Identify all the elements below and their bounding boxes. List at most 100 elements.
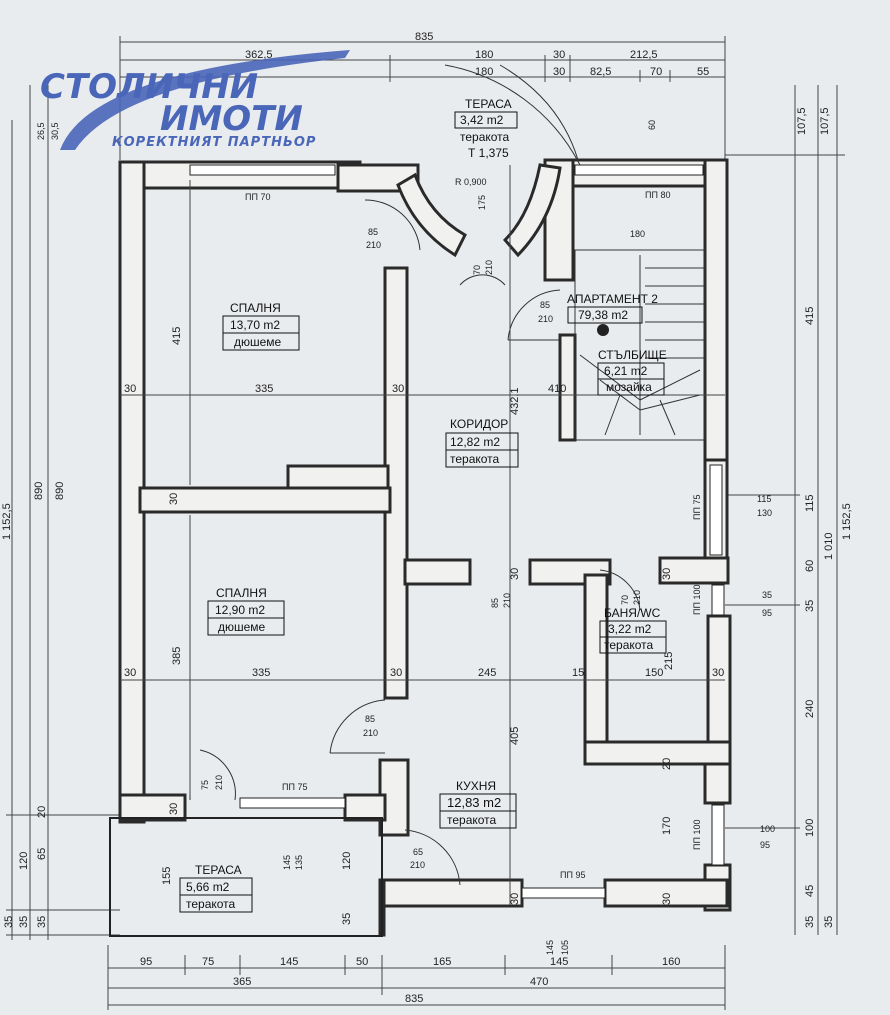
door-2-height: 210 [484, 260, 494, 275]
window-label-2: ПП 80 [645, 190, 670, 200]
dim-left-d: 65 [36, 848, 48, 860]
svg-text:дюшеме: дюшеме [218, 620, 266, 634]
dim-right-w2a: 35 [762, 590, 772, 600]
svg-text:КУХНЯ: КУХНЯ [456, 779, 496, 793]
dim-d30y: 30 [661, 568, 673, 580]
dim-v30: 30,5 [50, 122, 60, 140]
window-label-6: ПП 100 [692, 820, 702, 850]
window-label-3: ПП 75 [692, 495, 702, 520]
dim-v135: 135 [294, 855, 304, 870]
svg-text:12,82 m2: 12,82 m2 [450, 435, 500, 449]
door-4-width: 85 [490, 598, 500, 608]
svg-text:дюшеме: дюшеме [234, 335, 282, 349]
door-6-width: 85 [365, 714, 375, 724]
door-8-height: 210 [410, 860, 425, 870]
room-stairs: СТЪЛБИЩЕ 6,21 m2 мозайка [597, 348, 667, 396]
svg-text:3,42 m2: 3,42 m2 [460, 113, 504, 127]
svg-text:12,90 m2: 12,90 m2 [215, 603, 265, 617]
dim-top-7: 82,5 [590, 66, 611, 78]
door-1-height: 210 [366, 240, 381, 250]
dim-top-total: 835 [415, 31, 433, 43]
dim-v60: 60 [647, 120, 657, 130]
room-apartment-label: АПАРТАМЕНТ 2 79,38 m2 [567, 292, 658, 324]
walls [118, 158, 732, 937]
svg-text:12,83 m2: 12,83 m2 [447, 795, 501, 810]
dim-r1: 335 [255, 383, 273, 395]
svg-text:теракота: теракота [450, 452, 500, 466]
upper-terrace [396, 64, 581, 258]
dim-bottom-6: 145 [550, 956, 568, 968]
dim-h385: 385 [171, 647, 183, 665]
door-3-height: 210 [538, 314, 553, 324]
dim-h432: 432,1 [509, 387, 521, 415]
door-5-width: 70 [620, 595, 630, 605]
room-corridor: КОРИДОР 12,82 m2 теракота [445, 417, 519, 468]
terrace-175: 175 [477, 195, 487, 210]
dim-h20: 20 [661, 758, 673, 770]
dim-top-4: 212,5 [630, 49, 658, 61]
dim-r2: 30 [124, 383, 136, 395]
svg-text:СПАЛНЯ: СПАЛНЯ [216, 586, 267, 600]
svg-text:Т 1,375: Т 1,375 [468, 146, 509, 160]
window-label-7: ПП 95 [560, 870, 585, 880]
dim-v26: 26,5 [36, 122, 46, 140]
door-4-height: 210 [502, 593, 512, 608]
door-5-height: 210 [632, 590, 642, 605]
dim-right-total1: 1 010 [823, 532, 835, 560]
logo-tagline: КОРЕКТНИЯТ ПАРТНЬОР [112, 135, 316, 150]
dim-right-h: 100 [804, 819, 816, 837]
svg-text:теракота: теракота [460, 130, 510, 144]
dim-right-w3b: 95 [760, 840, 770, 850]
dim-right-j: 35 [804, 916, 816, 928]
door-6-height: 210 [363, 728, 378, 738]
window-labels: ПП 70 ПП 80 ПП 75 ПП 100 ПП 75 ПП 100 ПП… [245, 190, 702, 880]
left-dimensions: 1 152,5 890 890 120 65 20 35 35 35 [1, 85, 120, 940]
dim-h170: 170 [661, 817, 673, 835]
dim-bottom-s1: 365 [233, 976, 251, 988]
dim-top-3: 30 [553, 49, 565, 61]
door-7-height: 210 [214, 775, 224, 790]
dim-right-w1b: 130 [757, 508, 772, 518]
svg-text:теракота: теракота [604, 638, 654, 652]
dim-h35: 35 [341, 913, 353, 925]
right-dimensions: 107,5 107,5 415 115 60 35 240 100 45 35 … [725, 85, 853, 935]
dim-bottom-s2: 470 [530, 976, 548, 988]
dim-left-h: 35 [36, 916, 48, 928]
dim-right-f: 35 [804, 600, 816, 612]
window-label-1: ПП 70 [245, 192, 270, 202]
terrace-radius: R 0,900 [455, 177, 487, 187]
dim-r5: 335 [252, 667, 270, 679]
dim-top-6: 30 [553, 66, 565, 78]
company-logo: СТОЛИЧНИ ИМОТИ КОРЕКТНИЯТ ПАРТНЬОР [40, 50, 350, 150]
dim-bottom-w2: 105 [560, 940, 570, 955]
dim-right-e: 60 [804, 560, 816, 572]
dim-r10: 150 [645, 667, 663, 679]
dim-d30z: 30 [509, 893, 521, 905]
dim-r9: 15 [572, 667, 584, 679]
dim-d30w: 30 [661, 893, 673, 905]
dim-right-c: 415 [804, 307, 816, 325]
door-1-width: 85 [368, 227, 378, 237]
dim-v145: 145 [282, 855, 292, 870]
svg-text:13,70 m2: 13,70 m2 [230, 318, 280, 332]
dim-top-2: 180 [475, 49, 493, 61]
dim-left-a: 890 [33, 482, 45, 500]
dim-r4: 410 [548, 383, 566, 395]
svg-text:СТЪЛБИЩЕ: СТЪЛБИЩЕ [598, 348, 667, 362]
dim-bottom-4: 50 [356, 956, 368, 968]
dim-right-w1a: 115 [757, 494, 771, 504]
dim-h155: 155 [161, 867, 173, 885]
dim-right-g: 240 [804, 700, 816, 718]
dim-bottom-1: 95 [140, 956, 152, 968]
svg-text:ТЕРАСА: ТЕРАСА [195, 863, 242, 877]
door-labels: 85 210 70 210 85 210 85 210 70 210 85 21… [200, 177, 645, 870]
dim-r7: 30 [390, 667, 402, 679]
door-8-width: 65 [413, 847, 423, 857]
room-kitchen: КУХНЯ 12,83 m2 теракота [439, 779, 517, 829]
inner-dimensions: 335 30 30 410 335 30 30 245 15 150 30 41… [120, 165, 725, 925]
dim-top-8: 70 [650, 66, 662, 78]
dim-h215: 215 [663, 652, 675, 670]
svg-text:теракота: теракота [447, 813, 497, 827]
dim-bottom-w1: 145 [545, 940, 555, 955]
logo-line-1: СТОЛИЧНИ [40, 67, 258, 107]
